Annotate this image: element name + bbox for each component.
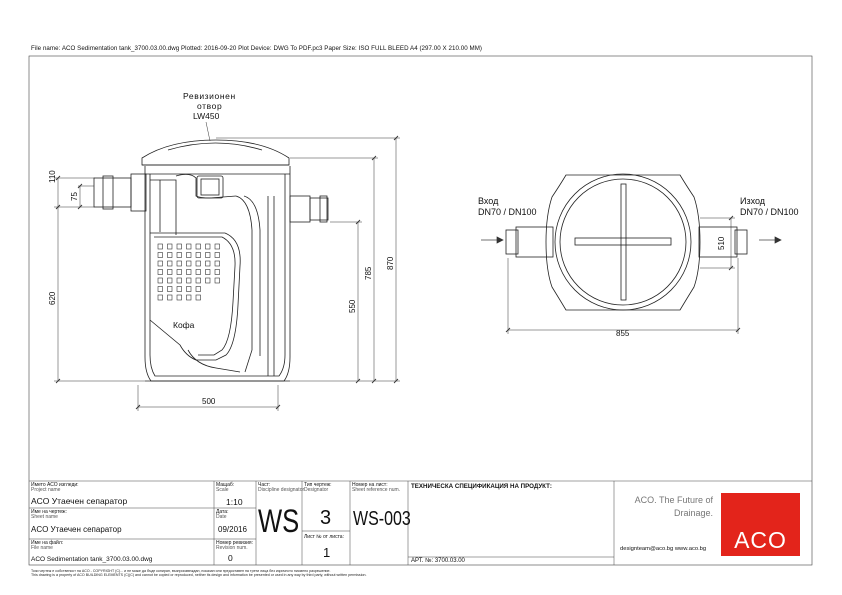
dim-785: 785 [364, 266, 373, 280]
plan-view [505, 173, 748, 311]
plan-inlet [515, 226, 554, 258]
dim-550: 550 [348, 299, 357, 313]
dim-620: 620 [48, 291, 57, 305]
side-section-view [93, 139, 329, 382]
reference-label: Номер на лист: [352, 482, 388, 488]
file-name-sublabel: File name [31, 545, 53, 551]
aco-tagline-2: Drainage. [673, 508, 713, 518]
dim-500: 500 [202, 397, 216, 406]
date-value: 09/2016 [218, 525, 247, 534]
tank-outline [545, 174, 701, 311]
dim-110: 110 [48, 170, 57, 183]
inlet-pipe [93, 177, 132, 208]
bucket [149, 232, 241, 361]
project-name-sublabel: Project name [31, 487, 61, 493]
date-sublabel: Date [216, 514, 227, 520]
scale-label: Мащаб: [216, 482, 235, 488]
dim-75: 75 [70, 192, 79, 201]
outlet-label: Изход [740, 196, 766, 206]
bucket-label: Кофа [173, 320, 195, 330]
dimension-ticks [55, 135, 399, 410]
disclaimer: Този чертеж е собственост на ACO - COPYR… [31, 569, 367, 578]
dim-855: 855 [616, 329, 630, 338]
revision-opening-label: Ревизионен [183, 91, 236, 101]
spec-title: ТЕХНИЧЕСКА СПЕЦИФИКАЦИЯ НА ПРОДУКТ: [411, 483, 552, 490]
sheet-border [28, 55, 813, 566]
revision-sublabel: Revision num. [216, 545, 248, 551]
disclaimer-en: This drawing is a property of ACO BUILDI… [31, 573, 367, 578]
project-name-label: Името АСО изгледи: [31, 482, 79, 488]
title-block-grid [29, 481, 615, 565]
designator-value: 3 [320, 507, 332, 529]
article-number: АРТ. №: 3700.03.00 [411, 558, 465, 564]
plot-info: File name: ACO Sedimentation tank_3700.0… [31, 45, 483, 52]
flow-arrows [481, 236, 782, 244]
revision-opening-label-2: отвор [197, 101, 223, 111]
project-name: ACO Утаечен сепаратор [31, 496, 128, 506]
bucket-perforations [157, 243, 220, 301]
sheet-no-label: Лист № от листа: [304, 534, 344, 540]
revision-label: Номер ревизия: [216, 540, 253, 546]
outlet-dn-label: DN70 / DN100 [740, 207, 799, 217]
date-label: Дата: [216, 509, 229, 515]
discipline-sublabel: Discipline designator [258, 487, 305, 493]
aco-tagline-1: ACO. The Future of [634, 495, 713, 505]
sheet-name-label: Име на чертеж: [31, 509, 67, 515]
reference-sublabel: Sheet reference num. [352, 487, 401, 493]
inlet-label: Вход [478, 196, 499, 206]
aco-contact: designteam@aco.bg www.aco.bg [620, 546, 707, 552]
sheet-name-sublabel: Sheet name [31, 514, 58, 520]
plan-dimensions [507, 217, 739, 334]
reference-value: WS-003 [353, 508, 411, 530]
sheet-name: ACO Утаечен сепаратор [31, 525, 122, 534]
scale-value: 1:10 [226, 497, 243, 507]
designator-sublabel: Designator [304, 487, 329, 493]
revision-value: 0 [228, 553, 233, 563]
scale-sublabel: Scale [216, 487, 229, 493]
designator-label: Тип чертеж: [304, 482, 332, 488]
manhole-lid [141, 139, 290, 166]
plan-outlet [698, 226, 738, 258]
revision-opening-size: LW450 [193, 111, 220, 121]
aco-tagline: ACO. The Future of Drainage. [627, 494, 713, 520]
sheet-no-value: 1 [323, 545, 331, 560]
lid-circle [554, 173, 692, 311]
inlet-dn-label: DN70 / DN100 [478, 207, 537, 217]
discipline-value: WS [258, 503, 300, 539]
dim-870: 870 [386, 256, 395, 270]
outlet-pipe [289, 195, 311, 223]
aco-logo-text: ACO [734, 527, 787, 553]
side-dimensions [54, 121, 400, 411]
discipline-label: Част: [258, 482, 271, 488]
aco-logo: ACO [721, 493, 800, 556]
dim-510: 510 [717, 236, 726, 250]
file-name: ACO Sedimentation tank_3700.03.00.dwg [31, 556, 153, 563]
disclaimer-bg: Този чертеж е собственост на ACO - COPYR… [31, 569, 331, 573]
file-name-label: Име на файл: [31, 540, 64, 546]
